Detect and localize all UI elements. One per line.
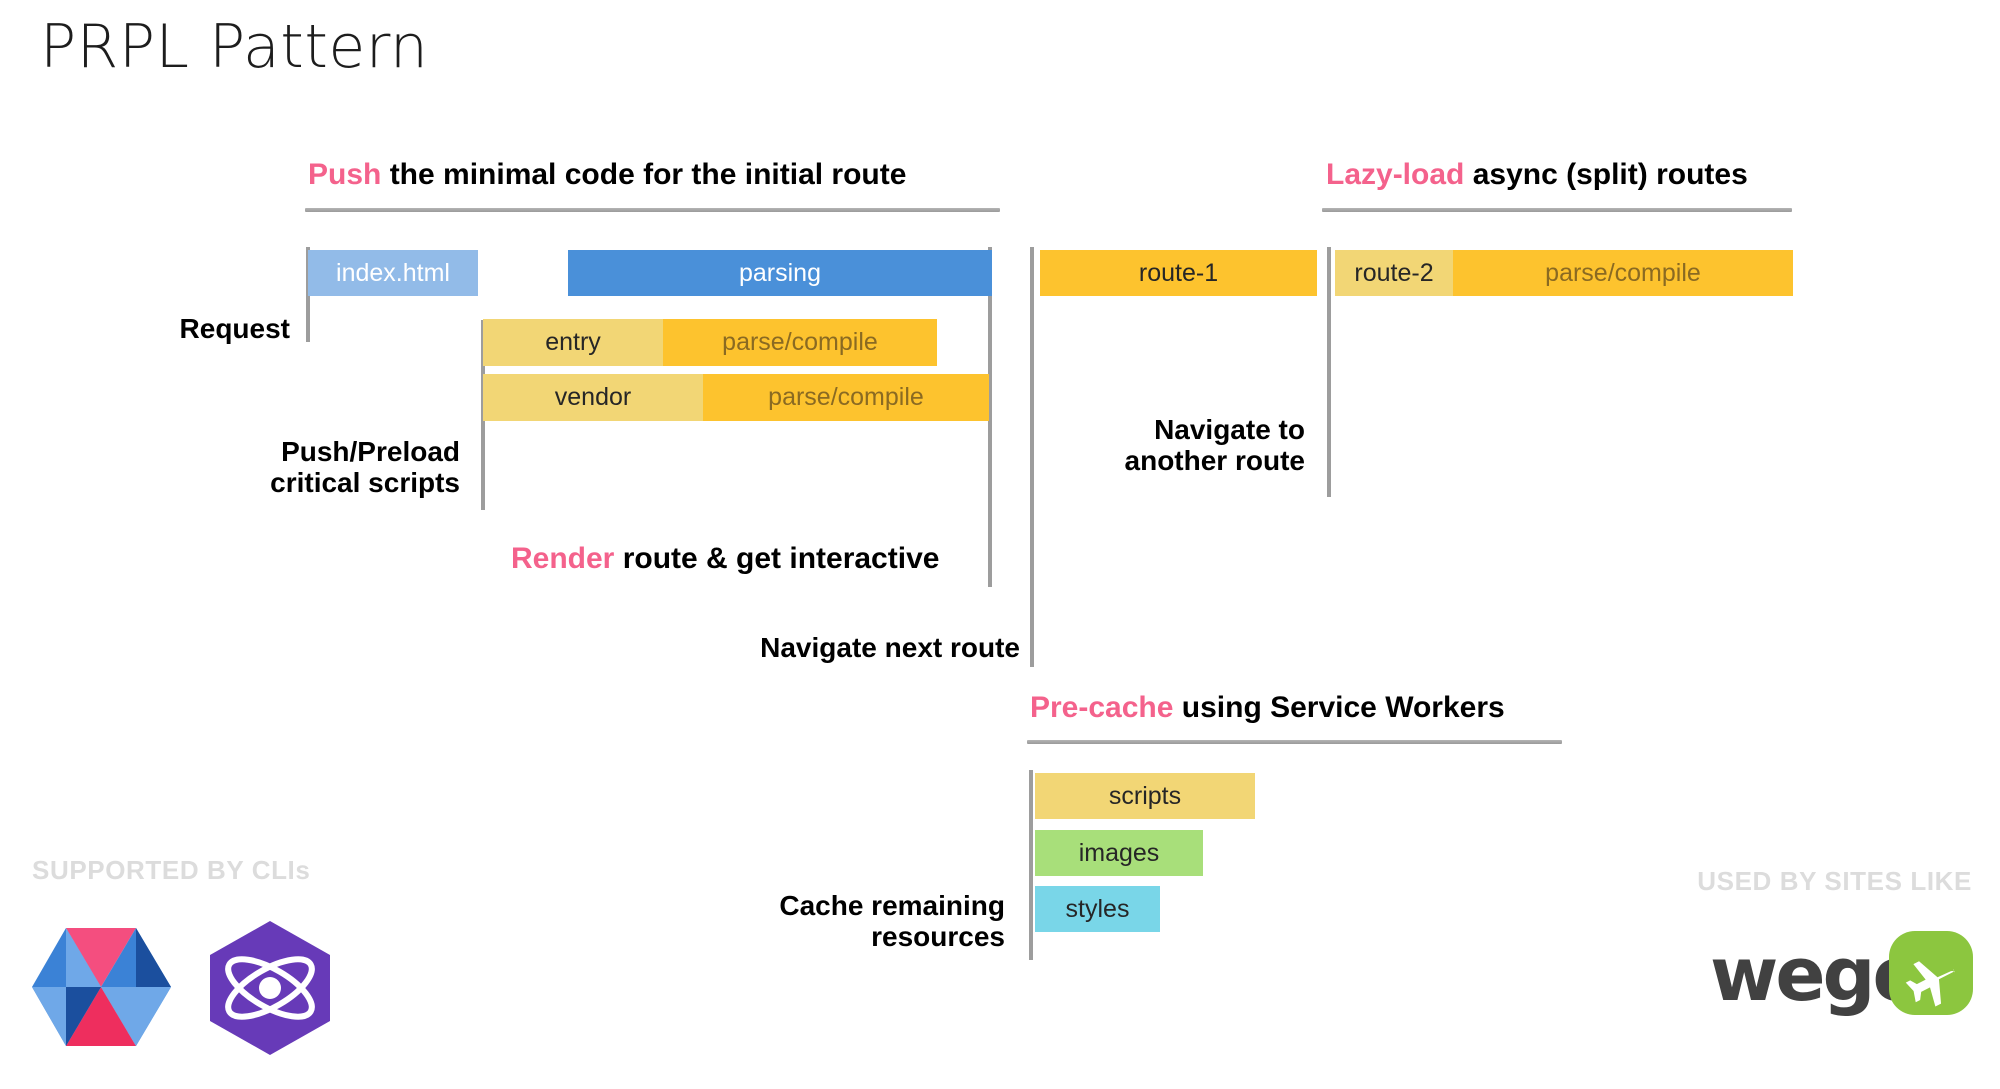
bar-segment-images: images — [1035, 830, 1203, 876]
timeline-marker-navigate-next — [1030, 247, 1034, 667]
label-push-preload-line2: critical scripts — [270, 467, 460, 499]
bar-segment-parsing: parsing — [568, 250, 992, 296]
bar-segment-entry: entry — [483, 319, 663, 366]
label-navigate-another-line1: Navigate to — [1154, 414, 1305, 445]
label-cache-remaining-line2: resources — [871, 921, 1005, 953]
bar-segment-entry-parse-compile: parse/compile — [663, 319, 937, 366]
bar-images: images — [1035, 830, 1203, 876]
label-navigate-another-route: Navigate to another route — [1000, 414, 1305, 477]
bar-scripts: scripts — [1035, 773, 1255, 819]
section-rest-render: route & get interactive — [614, 542, 940, 575]
bar-index-html: index.html — [308, 250, 478, 296]
section-rest-lazy: async (split) routes — [1464, 158, 1748, 191]
bar-vendor: vendor parse/compile — [483, 374, 989, 421]
bar-segment-route-1: route-1 — [1040, 250, 1317, 296]
wego-wordmark: wego — [1710, 932, 1923, 1018]
label-navigate-next-route: Navigate next route — [760, 632, 1020, 663]
section-rule-precache — [1027, 740, 1562, 744]
label-cache-remaining: Cache remaining resources — [680, 890, 1005, 953]
section-keyword-render: Render — [511, 542, 615, 575]
bar-route-2: route-2 parse/compile — [1335, 250, 1793, 296]
preact-logo-icon — [200, 918, 340, 1058]
section-header-push: Push the minimal code for the initial ro… — [308, 160, 906, 190]
section-keyword-precache: Pre-cache — [1030, 691, 1174, 724]
section-header-lazy: Lazy-load async (split) routes — [1326, 160, 1748, 190]
wego-plane-icon — [1889, 931, 1973, 1015]
footer-supported-by-caption: SUPPORTED BY CLIs — [32, 855, 311, 885]
label-push-preload-line1: Push/Preload — [281, 436, 460, 467]
section-header-render: Render route & get interactive — [511, 544, 939, 574]
label-navigate-another-line2: another route — [1124, 445, 1305, 477]
section-header-precache: Pre-cache using Service Workers — [1030, 693, 1505, 723]
bar-segment-vendor-parse-compile: parse/compile — [703, 374, 989, 421]
bar-segment-styles: styles — [1035, 886, 1160, 932]
section-keyword-push: Push — [308, 158, 382, 191]
section-keyword-lazy: Lazy-load — [1326, 158, 1465, 191]
footer-used-by-caption: USED BY SITES LIKE — [1697, 866, 1972, 896]
bar-route-1: route-1 — [1040, 250, 1317, 296]
section-rule-lazy — [1322, 208, 1792, 212]
polymer-logo-icon — [32, 928, 172, 1046]
bar-entry: entry parse/compile — [483, 319, 937, 366]
timeline-marker-render — [988, 247, 992, 587]
bar-segment-route-2-parse-compile: parse/compile — [1453, 250, 1793, 296]
bar-parsing: parsing — [568, 250, 992, 296]
bar-segment-index-html: index.html — [308, 250, 478, 296]
wego-logo: wego — [1710, 928, 1980, 1038]
bar-styles: styles — [1035, 886, 1160, 932]
timeline-marker-precache — [1029, 770, 1033, 960]
bar-segment-route-2: route-2 — [1335, 250, 1453, 296]
section-rest-precache: using Service Workers — [1173, 691, 1505, 724]
bar-segment-scripts: scripts — [1035, 773, 1255, 819]
label-cache-remaining-line1: Cache remaining — [779, 890, 1005, 921]
bar-segment-vendor: vendor — [483, 374, 703, 421]
label-push-preload: Push/Preload critical scripts — [140, 436, 460, 499]
section-rest-push: the minimal code for the initial route — [381, 158, 907, 191]
section-rule-push — [305, 208, 1000, 212]
timeline-marker-lazy-route — [1327, 247, 1331, 497]
label-request: Request — [179, 313, 290, 344]
page-title: PRPL Pattern — [40, 12, 429, 82]
